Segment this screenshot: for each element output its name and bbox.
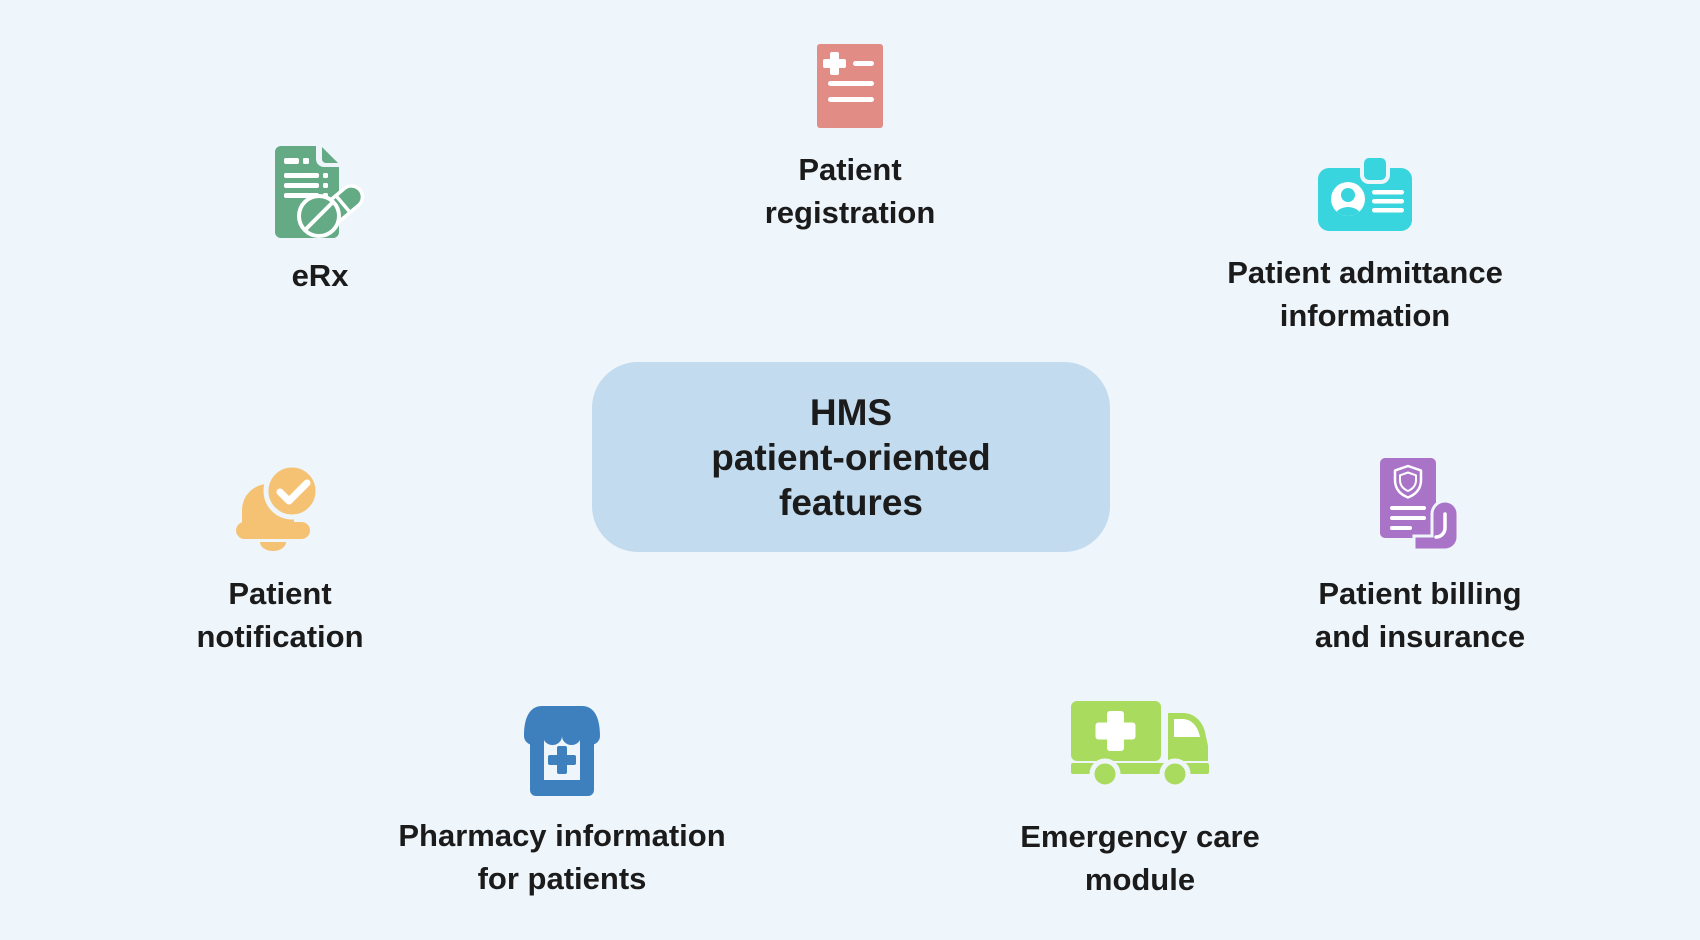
node-patient-notification: Patient notification <box>85 462 475 658</box>
label-line: notification <box>196 619 364 654</box>
center-title-line-3: features <box>779 481 923 523</box>
node-label-patient-billing: Patient billing and insurance <box>1315 572 1525 658</box>
node-patient-admittance-information: Patient admittance information <box>1145 154 1585 337</box>
label-line: eRx <box>291 258 349 293</box>
pharmacy-store-icon <box>524 706 600 796</box>
prescription-pills-icon <box>275 146 365 238</box>
node-patient-registration: Patient registration <box>650 44 1050 234</box>
node-label-patient-admittance: Patient admittance information <box>1227 251 1503 337</box>
node-label-erx: eRx <box>292 254 349 297</box>
label-line: and insurance <box>1314 619 1526 654</box>
id-badge-icon <box>1318 154 1412 231</box>
label-line: Patient <box>228 576 332 611</box>
label-line: for patients <box>477 861 647 896</box>
medical-record-icon <box>817 44 883 128</box>
node-label-pharmacy-information: Pharmacy information for patients <box>398 814 725 900</box>
label-line: registration <box>764 195 936 230</box>
center-node-hms-features: HMS patient-oriented features <box>592 362 1110 552</box>
label-line: information <box>1279 298 1451 333</box>
node-emergency-care-module: Emergency care module <box>940 701 1340 901</box>
center-title-line-1: HMS <box>809 391 893 433</box>
label-line: Patient admittance <box>1227 255 1503 290</box>
notification-bell-check-icon <box>236 462 321 551</box>
center-title-line-2: patient-oriented <box>711 436 991 478</box>
node-label-patient-notification: Patient notification <box>196 572 363 658</box>
label-line: Patient <box>798 152 902 187</box>
label-line: Patient billing <box>1318 576 1522 611</box>
node-patient-billing-and-insurance: Patient billing and insurance <box>1225 458 1615 658</box>
node-label-patient-registration: Patient registration <box>765 148 936 234</box>
label-line: Emergency care <box>1020 819 1260 854</box>
label-line: Pharmacy information <box>398 818 726 853</box>
node-erx: eRx <box>170 146 470 297</box>
insurance-bill-icon <box>1380 458 1460 552</box>
node-label-emergency-care: Emergency care module <box>1020 815 1260 901</box>
label-line: module <box>1084 862 1196 897</box>
node-pharmacy-information: Pharmacy information for patients <box>362 700 762 900</box>
ambulance-icon <box>1071 701 1209 789</box>
